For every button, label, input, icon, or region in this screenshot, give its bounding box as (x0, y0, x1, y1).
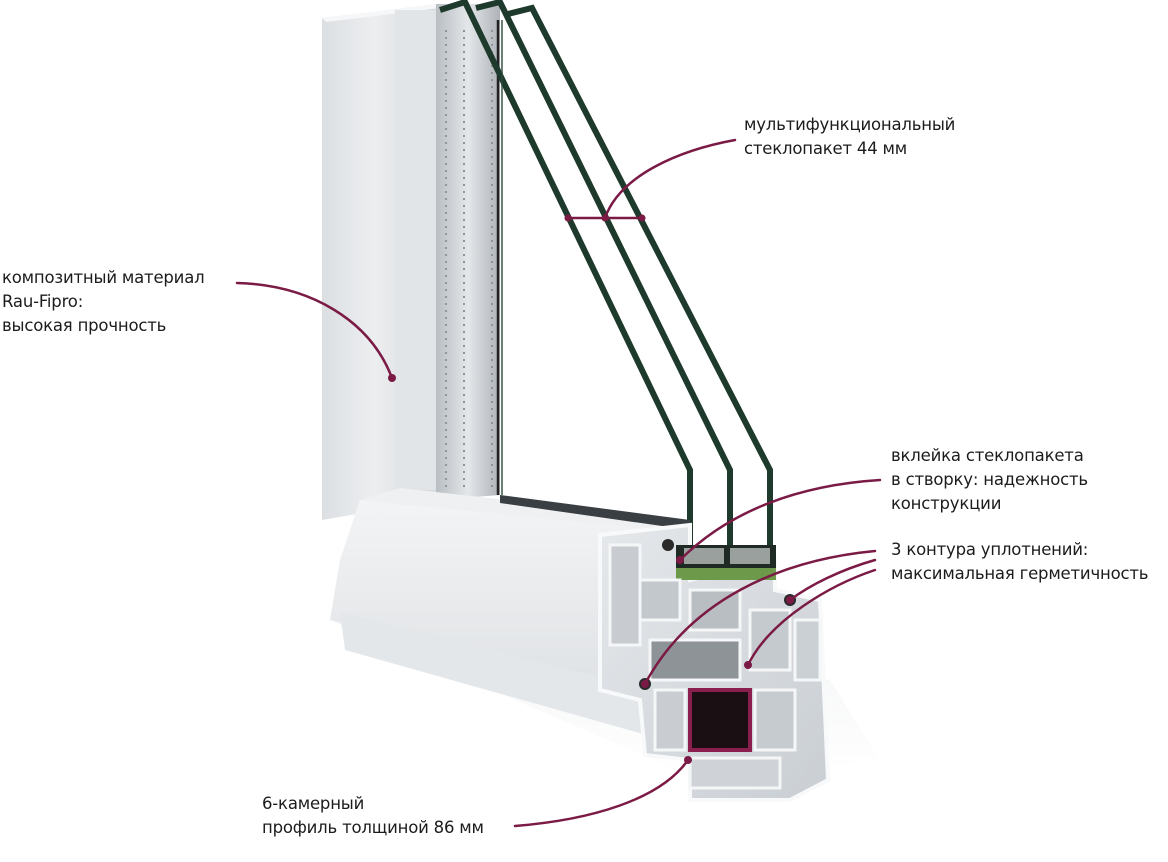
glass-panes (439, 0, 773, 548)
callout-line: стеклопакет 44 мм (744, 139, 908, 158)
callout-label-glass-unit: мультифункциональный стеклопакет 44 мм (744, 113, 955, 161)
leader-seal-2 (788, 558, 877, 602)
callout-line: максимальная герметичность (891, 564, 1149, 583)
bottom-sash (330, 488, 700, 750)
leader-material (235, 281, 394, 380)
callout-line: Rau-Fipro: (2, 292, 84, 311)
callout-label-glass-bonding: вклейка стеклопакета в створку: надежнос… (891, 444, 1088, 516)
callout-label-profile: 6-камерный профиль толщиной 86 мм (262, 792, 484, 840)
callout-dots (388, 214, 794, 764)
callout-line: 3 контура уплотнений: (891, 540, 1089, 559)
callout-line: мультифункциональный (744, 115, 956, 134)
profile-cross-section (598, 522, 831, 802)
callout-line: конструкции (891, 494, 1002, 513)
leader-profile (513, 758, 690, 828)
callout-line: вклейка стеклопакета (891, 446, 1084, 465)
callout-leaders (235, 138, 882, 828)
callout-line: профиль толщиной 86 мм (262, 818, 484, 837)
leader-gluing (678, 478, 882, 562)
callout-line: композитный материал (2, 268, 205, 287)
vertical-frame (322, 4, 500, 520)
leader-seal-3 (746, 568, 877, 667)
callout-line: 6-камерный (262, 794, 365, 813)
callout-label-material: композитный материал Rau-Fipro: высокая … (2, 266, 205, 338)
leader-seal-1 (643, 549, 877, 686)
callout-label-seals: 3 контура уплотнений: максимальная герме… (891, 538, 1148, 586)
callout-line: в створку: надежность (891, 470, 1088, 489)
callout-line: высокая прочность (2, 316, 167, 335)
leader-glass (603, 138, 737, 220)
